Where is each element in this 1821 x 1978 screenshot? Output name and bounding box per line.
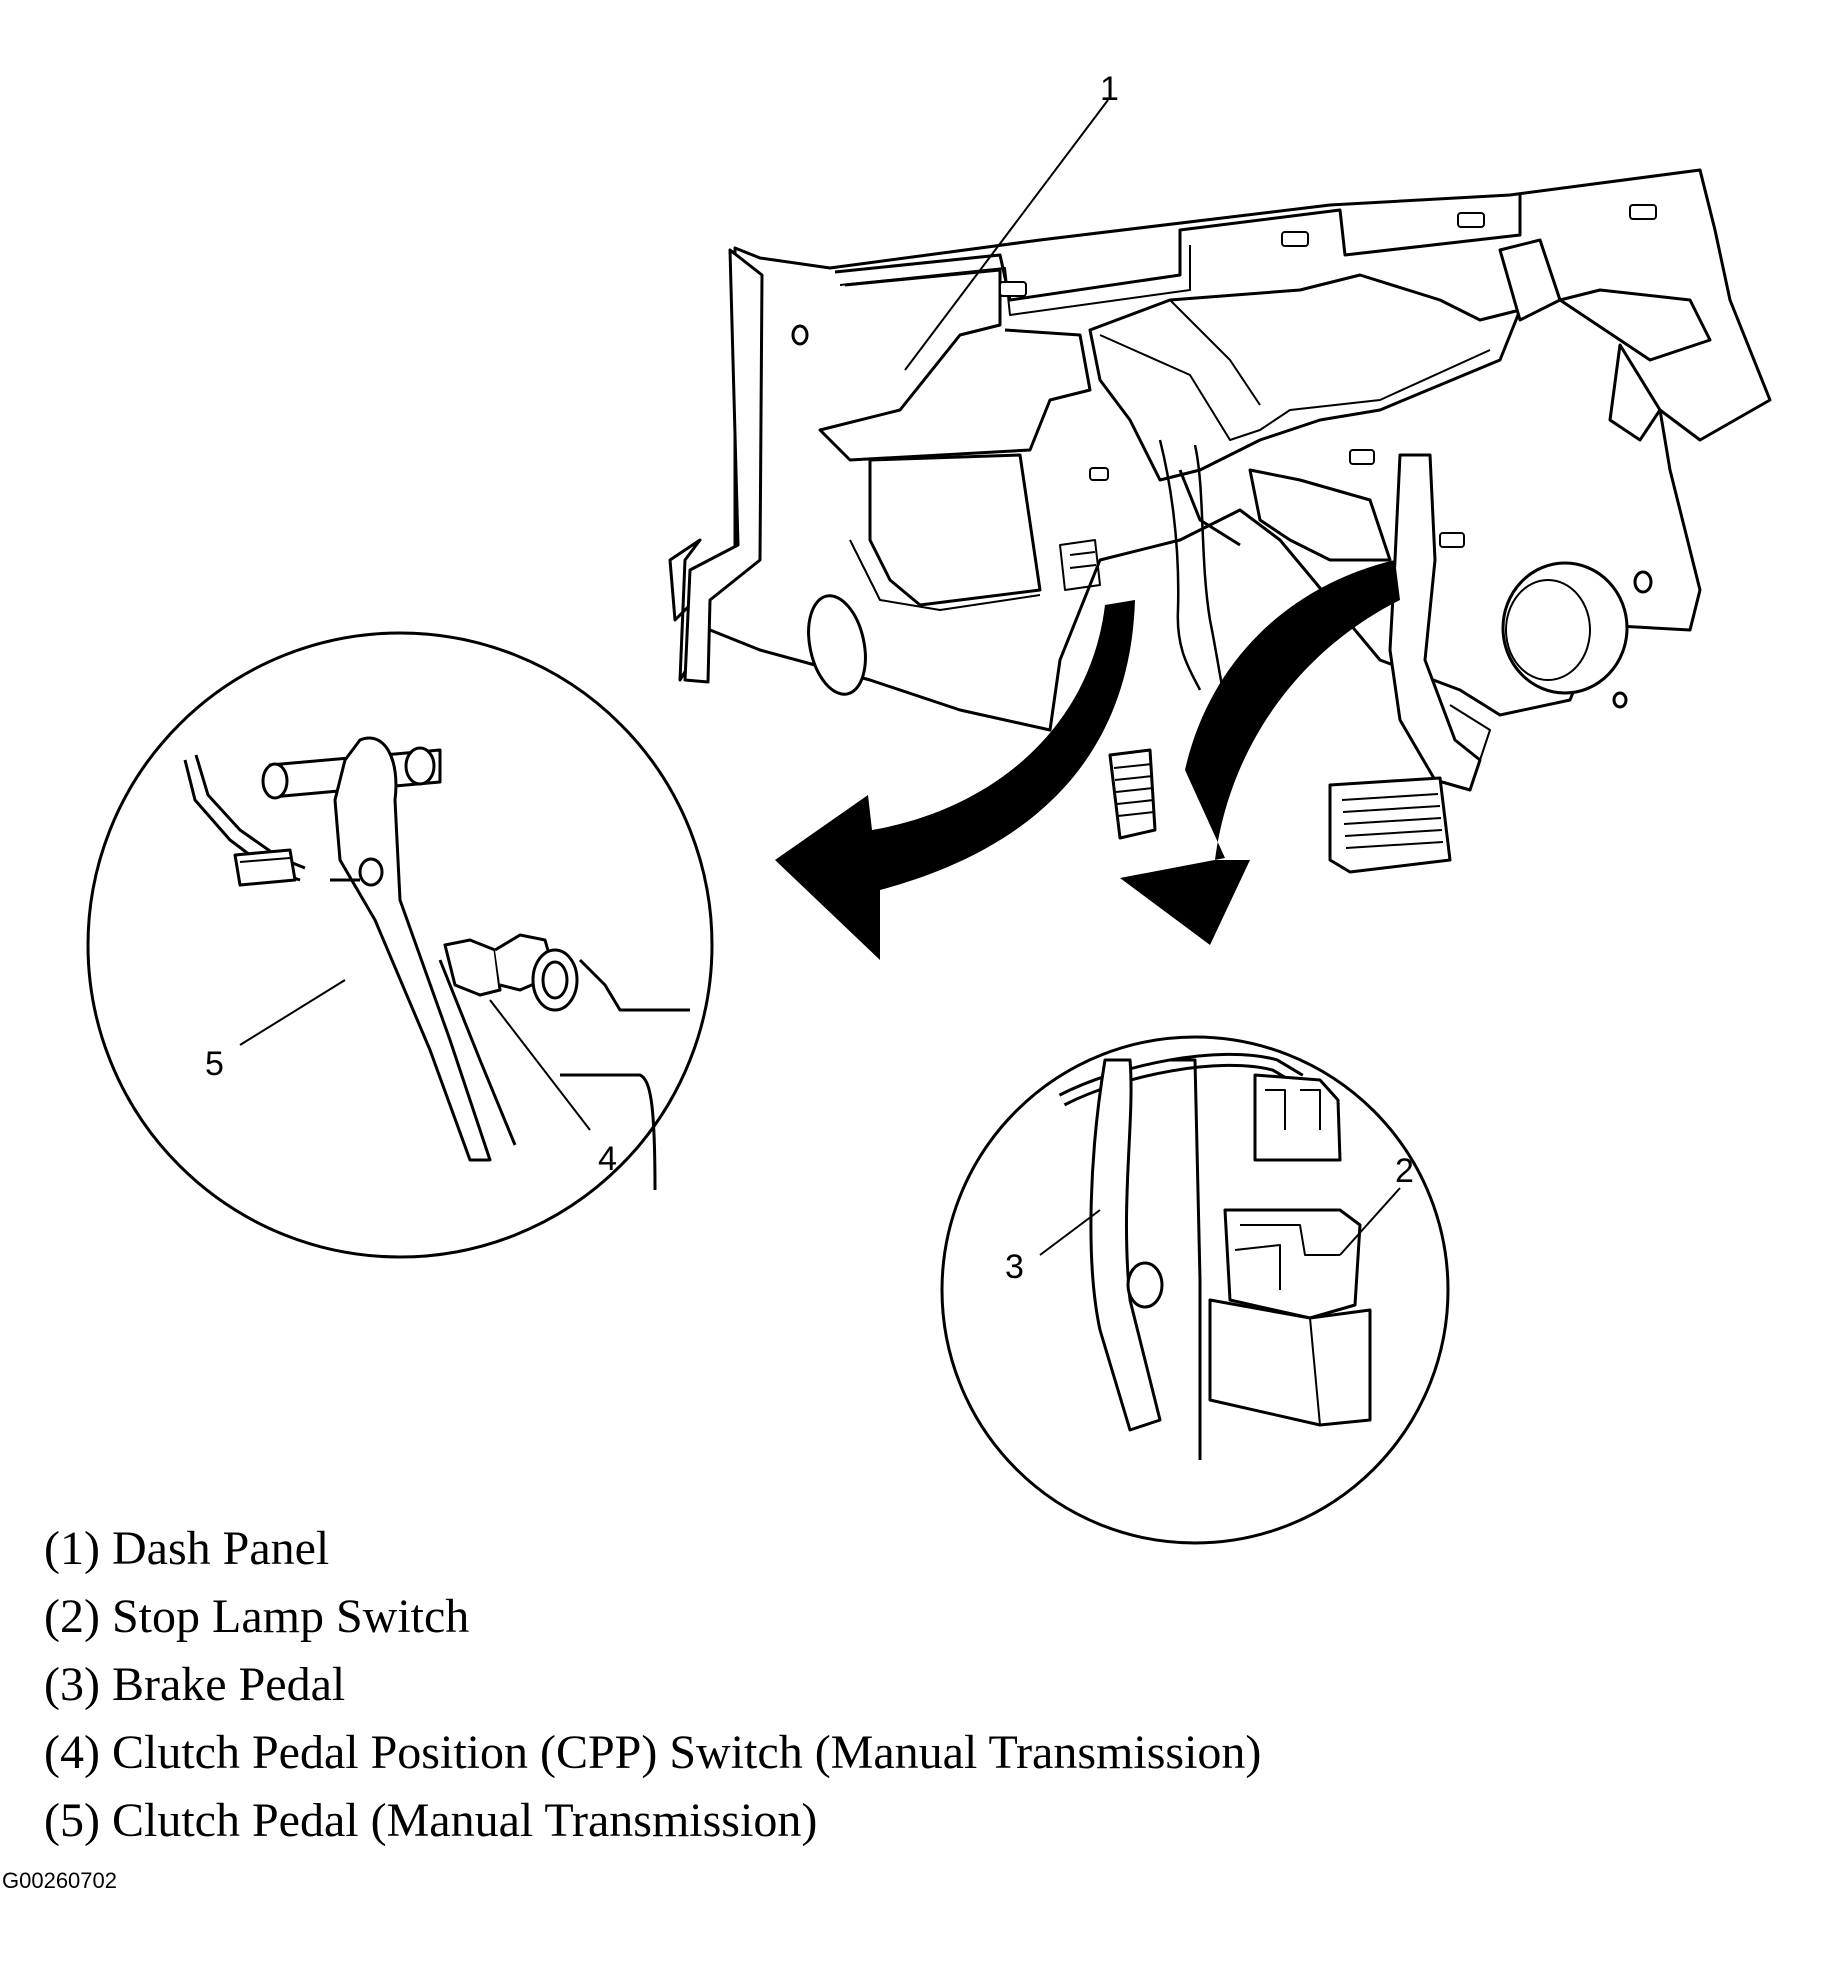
callout-2-label: 2	[1395, 1152, 1414, 1190]
callout-3-label: 3	[1005, 1248, 1024, 1286]
legend-item-dash-panel: (1) Dash Panel	[44, 1522, 330, 1575]
callout-5-leader	[239, 979, 346, 1046]
legend-item-clutch-pedal: (5) Clutch Pedal (Manual Transmission)	[44, 1794, 818, 1847]
callout-3-leader	[1039, 1209, 1101, 1256]
callout-2-leader	[1339, 1187, 1401, 1256]
callout-1-leader	[904, 99, 1109, 371]
figure-code: G00260702	[2, 1868, 117, 1893]
clutch-pedal-detail-drawing	[86, 631, 714, 1259]
legend-item-brake-pedal: (3) Brake Pedal	[44, 1658, 346, 1711]
callout-4-leader	[489, 999, 591, 1131]
legend-item-cpp-switch: (4) Clutch Pedal Position (CPP) Switch (…	[44, 1726, 1262, 1779]
callout-1-label: 1	[1100, 70, 1119, 108]
direction-arrow-lower	[1120, 560, 1400, 945]
clutch-pedal-pad	[1108, 748, 1157, 840]
direction-arrow	[775, 600, 1135, 960]
callout-5-label: 5	[205, 1045, 224, 1083]
brake-pedal-pad	[1328, 776, 1452, 874]
legend-item-stop-lamp-switch: (2) Stop Lamp Switch	[44, 1590, 470, 1643]
parts-legend: (1) Dash Panel (2) Stop Lamp Switch (3) …	[44, 1515, 1261, 1855]
callout-4-label: 4	[598, 1140, 617, 1178]
dash-panel-drawing	[668, 168, 1772, 874]
brake-pedal-detail-drawing	[940, 1035, 1450, 1545]
